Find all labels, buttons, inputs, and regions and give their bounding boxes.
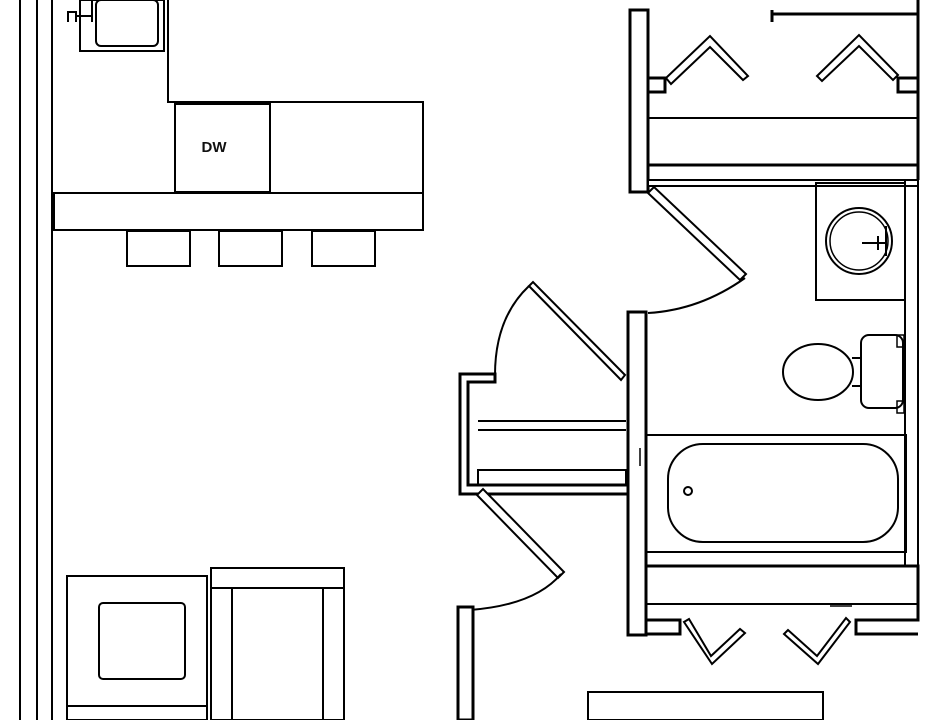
entry-door[interactable] <box>475 487 566 580</box>
toilet <box>782 334 905 414</box>
bar-stool <box>126 230 191 267</box>
living-furniture <box>66 567 345 720</box>
closet-bifold-door[interactable] <box>782 616 852 666</box>
bar-stool <box>218 230 283 267</box>
closet-bifold-door[interactable] <box>682 617 747 666</box>
end-table-top <box>98 602 186 680</box>
closet-bifold-door[interactable] <box>815 33 900 83</box>
armchair <box>210 567 345 720</box>
bedroom-furniture <box>587 691 824 720</box>
dishwasher-label: DW <box>202 139 228 156</box>
bar-stool <box>311 230 376 267</box>
closet-door[interactable] <box>527 280 627 382</box>
closet-bifold-door[interactable] <box>664 34 750 86</box>
closet-door-swing <box>494 285 530 376</box>
lavatory-sink <box>825 207 893 275</box>
lower-closet <box>587 564 920 720</box>
kitchen-counter <box>167 0 424 193</box>
sofa-edge <box>66 705 208 720</box>
kitchen-sink <box>67 0 165 52</box>
bathroom-door-swing <box>647 277 746 314</box>
bathtub <box>645 434 907 553</box>
entry-closet <box>456 280 634 720</box>
breakfast-bar <box>53 192 424 231</box>
bathtub-basin <box>667 443 899 543</box>
vanity <box>815 182 906 301</box>
west-exterior-wall <box>19 0 53 720</box>
kitchen: DW <box>53 0 424 267</box>
entry-door-swing <box>469 573 562 611</box>
entry-wall <box>456 605 475 720</box>
top-closet <box>646 0 920 180</box>
bathroom <box>645 180 919 567</box>
faucet-icon <box>862 226 887 256</box>
drain-icon <box>683 486 693 496</box>
bathroom-door[interactable] <box>646 185 748 282</box>
